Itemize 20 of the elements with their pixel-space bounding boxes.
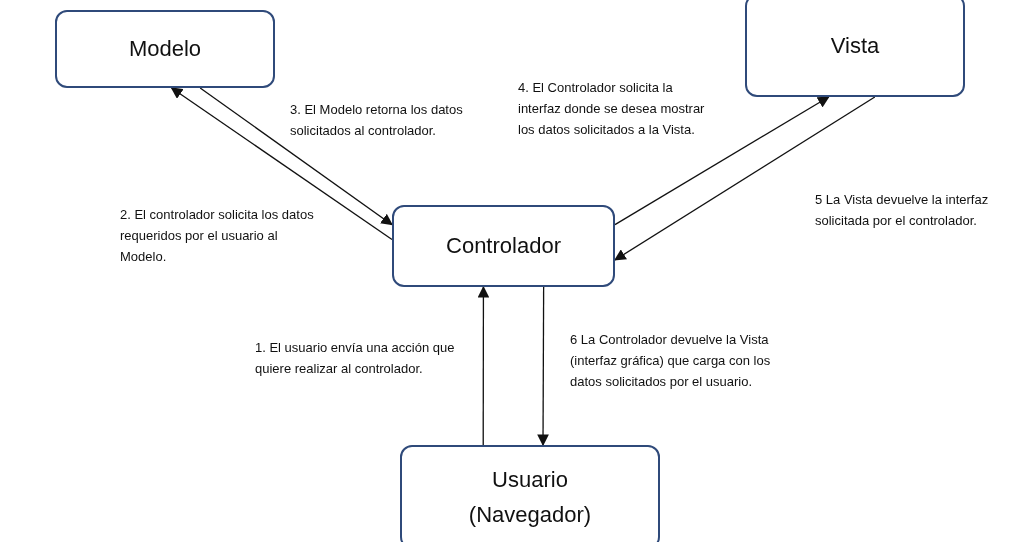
arrow xyxy=(477,285,490,446)
arrow xyxy=(170,87,393,241)
arrow xyxy=(614,96,830,226)
process-box xyxy=(400,445,660,542)
process-box xyxy=(55,10,275,88)
node-label: Modelo xyxy=(128,35,202,64)
process-box xyxy=(392,205,615,287)
edge-label: 6 La Controlador devuelve la Vista (interfaz gráfica) que carga con los datos solicitados por el usuario. xyxy=(570,331,772,391)
edge-label: 3. El Modelo retorna los datos solicitados al controlador. xyxy=(290,101,464,140)
edge-label: 5 La Vista devuelve la interfaz solicitada por el controlador. xyxy=(815,191,990,230)
arrow xyxy=(614,96,876,261)
edge-label: 1. El usuario envía una acción que quiere realizar al controlador. xyxy=(255,339,456,378)
node-label: Controlador xyxy=(446,232,561,261)
edge-label: 4. El Controlador solicita la interfaz donde se desea mostrar los datos solicitados a la Vista. xyxy=(518,79,706,139)
node-label: Usuario (Navegador) xyxy=(467,465,593,529)
arrow xyxy=(199,87,393,226)
node-label: Vista xyxy=(830,31,880,60)
edge-label: 2. El controlador solicita los datos requeridos por el usuario al Modelo. xyxy=(120,206,315,266)
arrow xyxy=(537,286,549,447)
process-box xyxy=(745,0,965,97)
